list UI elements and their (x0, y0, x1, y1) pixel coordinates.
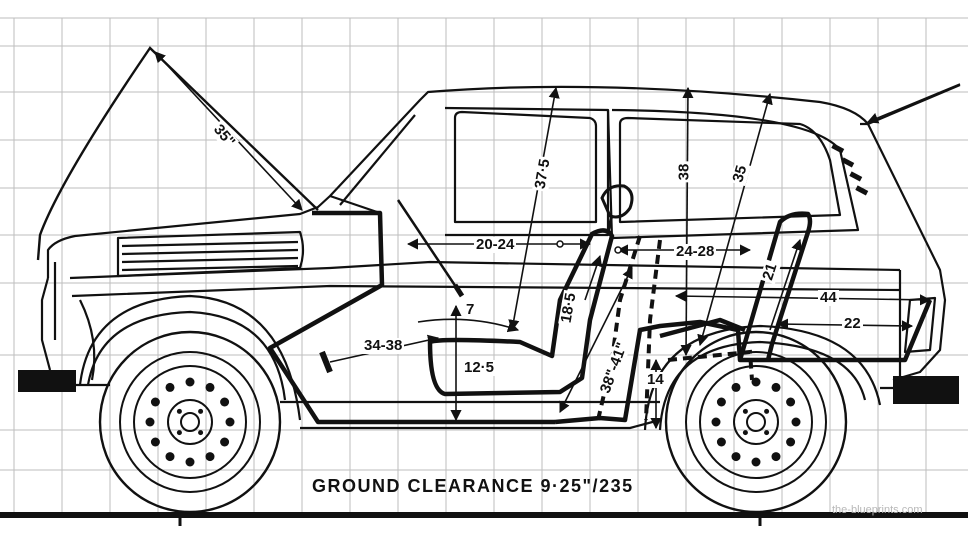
wheel-hole (205, 382, 215, 392)
watermark: the-blueprints.com (832, 504, 923, 516)
wheel-hole (716, 397, 726, 407)
wheel-hole (711, 417, 721, 427)
interior-section (267, 210, 933, 425)
wheel-hole (786, 437, 796, 447)
front-seat (427, 228, 615, 397)
wheel-nut (742, 408, 748, 414)
wheel-vent-holes (145, 377, 801, 467)
dim-headroom-mid: 38 (675, 161, 693, 183)
ground-clearance-caption: GROUND CLEARANCE 9·25"/235 (312, 476, 634, 496)
wheel-hole (145, 417, 155, 427)
rear-wheel (664, 330, 848, 514)
wheel-hole (185, 457, 195, 467)
wheel-nut (764, 408, 770, 414)
wheel-hole (771, 382, 781, 392)
wheel-hole (791, 417, 801, 427)
vent-slashes (831, 143, 869, 196)
wheel-hole (225, 417, 235, 427)
body-outline (40, 83, 961, 430)
wheel-hole (751, 457, 761, 467)
front-wheel (98, 330, 282, 514)
dim-floor-to-cushion: 14 (645, 371, 666, 388)
pedal (319, 350, 333, 374)
wheel-hole (786, 397, 796, 407)
wheel-hole (165, 382, 175, 392)
dim-load-length-upper: 44 (818, 289, 839, 306)
open-bonnet (36, 46, 319, 261)
wheel-hole (205, 452, 215, 462)
dim-seat-height-front: 12·5 (462, 359, 497, 376)
wheel-hole (716, 437, 726, 447)
wheel-nut (742, 430, 748, 436)
wheel-hole (220, 437, 230, 447)
dim-rear-legroom: 24-28 (674, 243, 717, 260)
wheel-hole (220, 397, 230, 407)
wheel-nut (198, 408, 204, 414)
rear-bumper (893, 376, 959, 404)
dim-front-legroom: 20-24 (474, 236, 517, 253)
pivot-markers (556, 240, 622, 254)
wheel-hole (165, 452, 175, 462)
wheel-nut (764, 430, 770, 436)
steering-column (396, 199, 460, 291)
wheel-hole (771, 452, 781, 462)
wheel-nut (176, 408, 182, 414)
ground-line (0, 512, 968, 518)
dim-pedal-reach: 34-38 (362, 337, 405, 354)
dim-load-length-lower: 22 (842, 315, 863, 332)
wheel-hole (731, 382, 741, 392)
dimension-lines (154, 51, 961, 430)
headrest (600, 184, 634, 219)
wheel-nut (198, 430, 204, 436)
wheel-nut (176, 430, 182, 436)
wheel-hole (150, 437, 160, 447)
wheel-hole (731, 452, 741, 462)
wheel-hole (185, 377, 195, 387)
dim-seat-depth-front: 7 (464, 301, 477, 318)
wheel-hole (150, 397, 160, 407)
front-bumper (18, 370, 76, 392)
